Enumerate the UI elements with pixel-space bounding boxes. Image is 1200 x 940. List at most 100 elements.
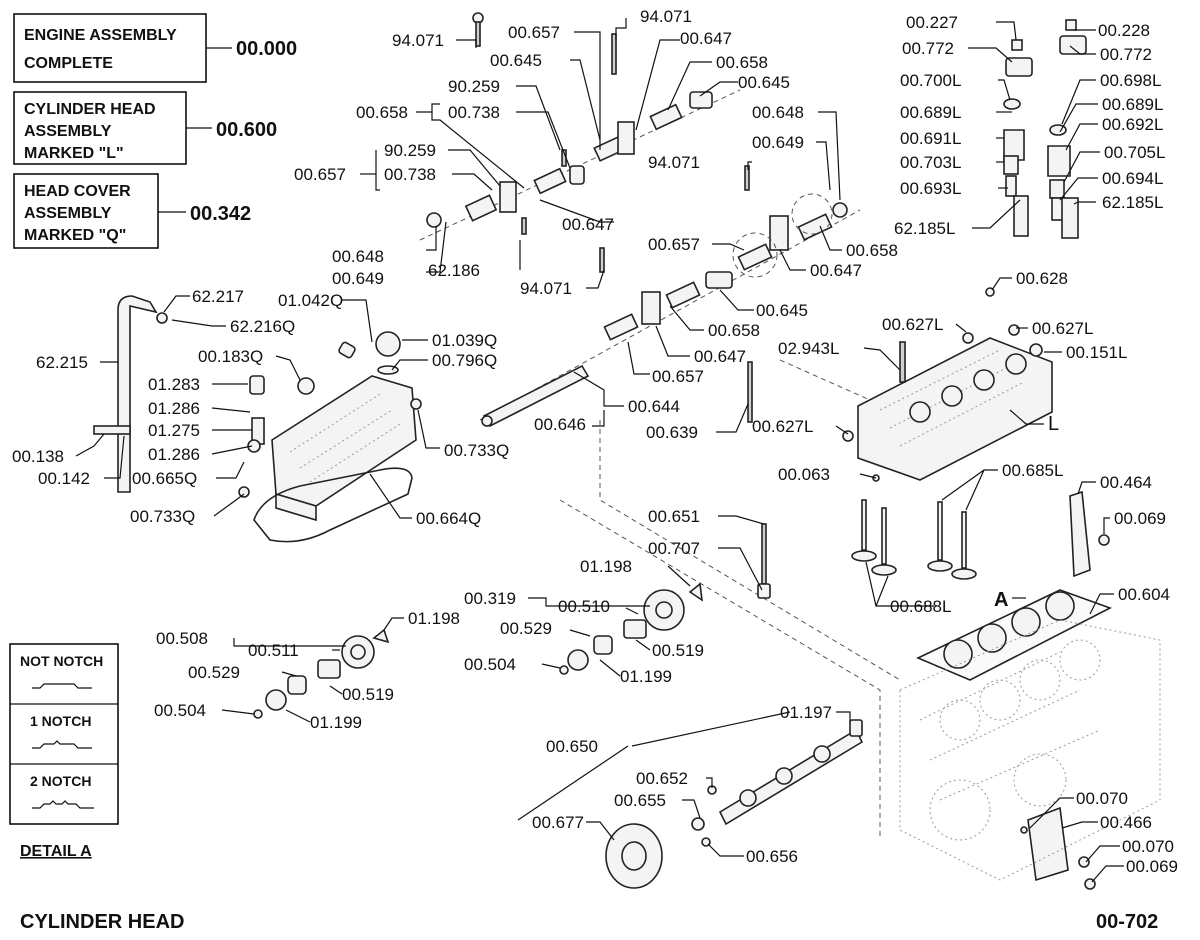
part-label[interactable]: 00.519: [342, 685, 394, 704]
cylinder-head-assembly-box[interactable]: CYLINDER HEAD ASSEMBLY MARKED "L" 00.600: [13, 91, 277, 165]
part-label[interactable]: 00.650: [546, 737, 598, 756]
part-label[interactable]: 00.647: [680, 29, 732, 48]
part-label[interactable]: 00.151L: [1066, 343, 1127, 362]
part-label[interactable]: 00.464: [1100, 473, 1152, 492]
part-label[interactable]: 00.627L: [752, 417, 813, 436]
part-label[interactable]: 01.275: [148, 421, 200, 440]
part-label[interactable]: 62.215: [36, 353, 88, 372]
part-label[interactable]: 01.039Q: [432, 331, 497, 350]
part-label[interactable]: 02.943L: [778, 339, 839, 358]
part-label[interactable]: 00.693L: [900, 179, 961, 198]
part-label[interactable]: 00.510: [558, 597, 610, 616]
part-label[interactable]: 00.648: [752, 103, 804, 122]
part-label[interactable]: 01.197: [780, 703, 832, 722]
part-label[interactable]: 00.689L: [900, 103, 961, 122]
part-label[interactable]: 00.689L: [1102, 95, 1163, 114]
part-label[interactable]: 00.228: [1098, 21, 1150, 40]
part-label[interactable]: 00.504: [154, 701, 206, 720]
part-label[interactable]: 00.138: [12, 447, 64, 466]
part-label[interactable]: 01.286: [148, 399, 200, 418]
part-label[interactable]: 00.069: [1126, 857, 1178, 876]
part-label[interactable]: 00.183Q: [198, 347, 263, 366]
part-label[interactable]: 00.639: [646, 423, 698, 442]
part-label[interactable]: 62.186: [428, 261, 480, 280]
part-label[interactable]: 00.627L: [882, 315, 943, 334]
part-label[interactable]: 00.772: [1100, 45, 1152, 64]
part-label[interactable]: 00.646: [534, 415, 586, 434]
part-label[interactable]: 00.700L: [900, 71, 961, 90]
part-label[interactable]: 00.664Q: [416, 509, 481, 528]
part-label[interactable]: 00.698L: [1100, 71, 1161, 90]
part-label[interactable]: 01.199: [620, 667, 672, 686]
part-label[interactable]: 00.508: [156, 629, 208, 648]
part-label[interactable]: 00.070: [1122, 837, 1174, 856]
part-label[interactable]: 90.259: [384, 141, 436, 160]
part-label[interactable]: 00.658: [716, 53, 768, 72]
part-label[interactable]: 00.648: [332, 247, 384, 266]
part-label[interactable]: 00.658: [356, 103, 408, 122]
part-label[interactable]: 01.198: [580, 557, 632, 576]
part-label[interactable]: 00.688L: [890, 597, 951, 616]
part-label[interactable]: 00.644: [628, 397, 680, 416]
part-label[interactable]: 00.645: [756, 301, 808, 320]
part-label[interactable]: 00.655: [614, 791, 666, 810]
part-label[interactable]: 00.733Q: [444, 441, 509, 460]
part-label[interactable]: 00.647: [562, 215, 614, 234]
part-label[interactable]: 00.504: [464, 655, 516, 674]
head-cover-assembly-box[interactable]: HEAD COVER ASSEMBLY MARKED "Q" 00.342: [13, 173, 251, 249]
part-label[interactable]: 00.658: [846, 241, 898, 260]
part-label[interactable]: 00.677: [532, 813, 584, 832]
part-label[interactable]: 00.772: [902, 39, 954, 58]
part-label[interactable]: 00.466: [1100, 813, 1152, 832]
part-label[interactable]: 00.657: [648, 235, 700, 254]
part-label[interactable]: 01.199: [310, 713, 362, 732]
part-label[interactable]: 00.651: [648, 507, 700, 526]
part-label[interactable]: 00.649: [332, 269, 384, 288]
part-label[interactable]: 00.070: [1076, 789, 1128, 808]
part-label[interactable]: 62.185L: [894, 219, 955, 238]
part-label[interactable]: 00.738: [384, 165, 436, 184]
part-label[interactable]: 94.071: [640, 7, 692, 26]
part-label[interactable]: 00.529: [500, 619, 552, 638]
part-label[interactable]: 00.796Q: [432, 351, 497, 370]
part-label[interactable]: 00.652: [636, 769, 688, 788]
part-label[interactable]: 00.645: [490, 51, 542, 70]
part-label[interactable]: 62.216Q: [230, 317, 295, 336]
part-label[interactable]: 00.319: [464, 589, 516, 608]
part-label[interactable]: 01.286: [148, 445, 200, 464]
part-label[interactable]: 00.657: [652, 367, 704, 386]
part-label[interactable]: 00.657: [508, 23, 560, 42]
part-label[interactable]: 00.694L: [1102, 169, 1163, 188]
part-label[interactable]: 00.691L: [900, 129, 961, 148]
part-label[interactable]: 01.283: [148, 375, 200, 394]
part-label[interactable]: 90.259: [448, 77, 500, 96]
part-label[interactable]: 00.692L: [1102, 115, 1163, 134]
part-label[interactable]: 01.198: [408, 609, 460, 628]
part-label[interactable]: 00.069: [1114, 509, 1166, 528]
part-label[interactable]: 00.665Q: [132, 469, 197, 488]
part-label[interactable]: 00.703L: [900, 153, 961, 172]
part-label[interactable]: 62.185L: [1102, 193, 1163, 212]
part-label[interactable]: 01.042Q: [278, 291, 343, 310]
part-label[interactable]: 00.707: [648, 539, 700, 558]
part-label[interactable]: 94.071: [392, 31, 444, 50]
part-label[interactable]: 00.063: [778, 465, 830, 484]
part-label[interactable]: 00.685L: [1002, 461, 1063, 480]
part-label[interactable]: 00.511: [248, 641, 299, 660]
part-label[interactable]: 00.529: [188, 663, 240, 682]
part-label[interactable]: 00.604: [1118, 585, 1170, 604]
part-label[interactable]: 00.738: [448, 103, 500, 122]
part-label[interactable]: 00.142: [38, 469, 90, 488]
part-label[interactable]: 00.628: [1016, 269, 1068, 288]
part-label[interactable]: 00.705L: [1104, 143, 1165, 162]
part-label[interactable]: 00.627L: [1032, 319, 1093, 338]
part-label[interactable]: 00.227: [906, 13, 958, 32]
part-label[interactable]: 94.071: [520, 279, 572, 298]
part-label[interactable]: 00.733Q: [130, 507, 195, 526]
part-label[interactable]: 62.217: [192, 287, 244, 306]
part-label[interactable]: 00.647: [694, 347, 746, 366]
part-label[interactable]: 00.656: [746, 847, 798, 866]
part-label[interactable]: 00.519: [652, 641, 704, 660]
engine-assembly-box[interactable]: ENGINE ASSEMBLY COMPLETE 00.000: [13, 13, 297, 83]
part-label[interactable]: 94.071: [648, 153, 700, 172]
